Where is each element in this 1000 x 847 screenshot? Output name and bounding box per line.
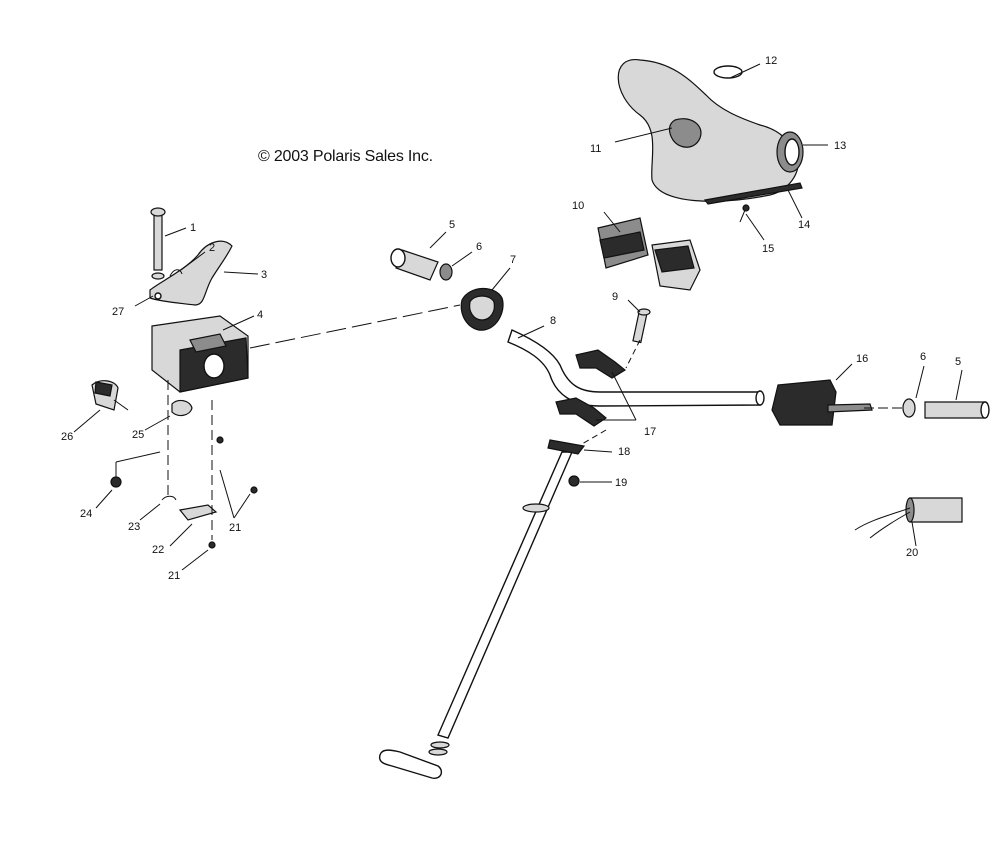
callout-6: 6: [476, 241, 482, 253]
callout-24: 24: [80, 508, 92, 520]
callout-5b: 5: [955, 356, 961, 368]
callout-25: 25: [132, 429, 144, 441]
leader-lines: [73, 63, 963, 571]
callout-22: 22: [152, 544, 164, 556]
callout-21: 21: [229, 522, 241, 534]
callout-19: 19: [615, 477, 627, 489]
bolt: [632, 308, 651, 344]
callout-9: 9: [612, 291, 618, 303]
callout-11: 11: [590, 143, 601, 155]
callout-18: 18: [618, 446, 630, 458]
callout-10: 10: [572, 200, 584, 212]
grip-heater: [854, 497, 963, 539]
callout-12: 12: [765, 55, 777, 67]
callout-26: 26: [61, 431, 73, 443]
callout-14: 14: [798, 219, 810, 231]
steering-post: [378, 439, 586, 779]
copyright-text: © 2003 Polaris Sales Inc.: [258, 148, 433, 165]
callout-21b: 21: [168, 570, 180, 582]
callout-1: 1: [190, 222, 196, 234]
callout-20: 20: [906, 547, 918, 559]
callout-16: 16: [856, 353, 868, 365]
callout-8: 8: [550, 315, 556, 327]
callout-4: 4: [257, 309, 263, 321]
callout-5: 5: [449, 219, 455, 231]
callout-17: 17: [644, 426, 656, 438]
callout-7: 7: [510, 254, 516, 266]
throttle-housing: [597, 217, 701, 291]
handlebar-pad: [617, 59, 804, 223]
callout-15: 15: [762, 243, 774, 255]
grip-left: [390, 248, 453, 281]
callout-27: 27: [112, 306, 124, 318]
assembly-lines: [115, 304, 905, 540]
callout-23: 23: [128, 521, 140, 533]
callout-6b: 6: [920, 351, 926, 363]
switch-assembly: [771, 379, 990, 426]
callout-13: 13: [834, 140, 846, 152]
steering-housing: [460, 287, 504, 331]
clamps: [555, 349, 627, 427]
callout-2: 2: [209, 242, 215, 254]
callout-3: 3: [261, 269, 267, 281]
handlebar: [507, 329, 765, 407]
callouts: 1 2 3 4 5 6 7 8 9 10 11 12 13 14 15 16 6…: [61, 55, 961, 582]
choke-assembly: [91, 207, 258, 549]
